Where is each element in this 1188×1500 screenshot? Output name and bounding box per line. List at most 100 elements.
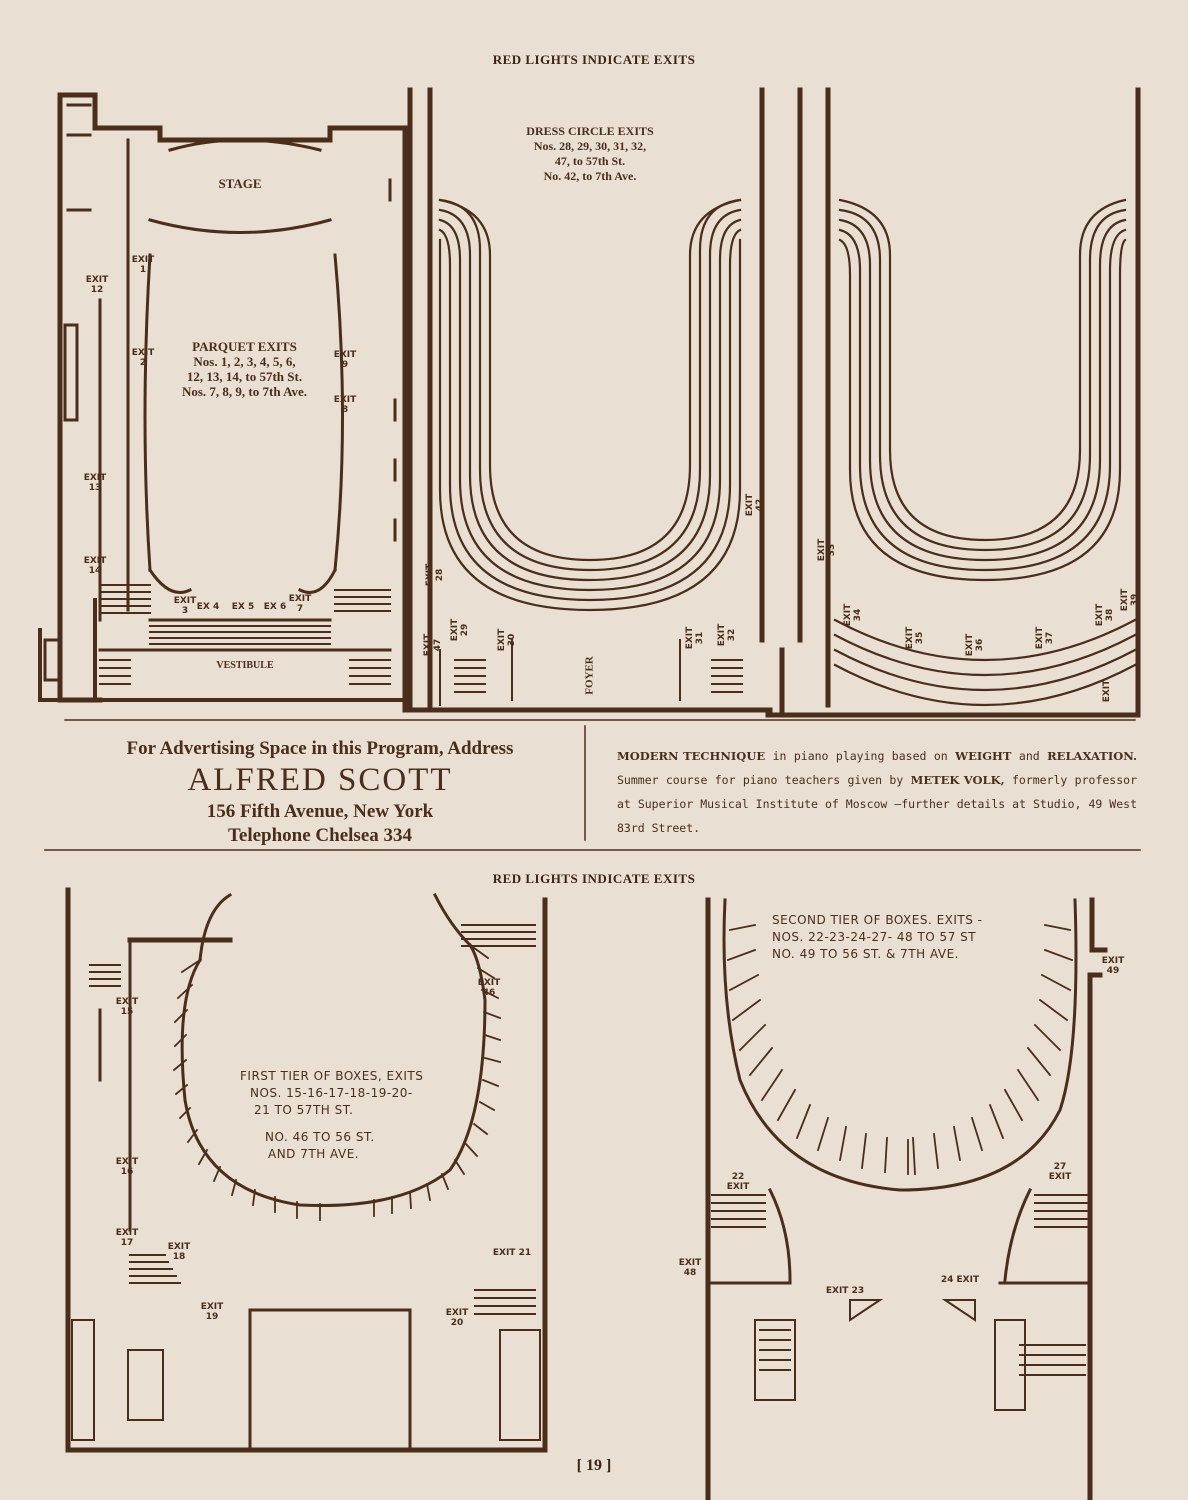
exit-13-label: EXIT 13 — [83, 473, 107, 493]
second-tier-structure — [706, 898, 1092, 1285]
balcony-tiers — [833, 198, 1137, 706]
dress-circle-plan — [407, 87, 773, 713]
first-tier-structure — [98, 892, 487, 1452]
exit-12-label: EXIT 12 — [85, 275, 109, 295]
dress-circle-block: DRESS CIRCLE EXITS Nos. 28, 29, 30, 31, … — [495, 124, 685, 184]
ad-right-text-1: in piano playing based on — [765, 749, 956, 763]
first-tier-plan — [65, 887, 548, 1453]
first-tier-stairs — [71, 924, 541, 1441]
ad-right-bold-4: METEK VOLK, — [910, 773, 1005, 787]
exit-14-label: EXIT 14 — [83, 556, 107, 576]
dress-circle-tiers — [438, 198, 742, 612]
first-tier-line-4: NO. 46 TO 56 ST. — [265, 1130, 375, 1144]
first-tier-line-2: NOS. 15-16-17-18-19-20- — [250, 1086, 413, 1100]
exit-20-label: EXIT 20 — [445, 1308, 469, 1328]
exit-18-label: EXIT 18 — [167, 1242, 191, 1262]
exit-49-label: EXIT 49 — [1101, 956, 1125, 976]
balcony-plan — [765, 87, 1141, 718]
first-tier-block: FIRST TIER OF BOXES, EXITS NOS. 15-16-17… — [240, 1068, 470, 1163]
first-tier-boxes — [172, 943, 502, 1221]
ad-right-text-2: and — [1011, 749, 1048, 763]
parquet-line-3: Nos. 7, 8, 9, to 7th Ave. — [181, 384, 308, 399]
exit-8-label: EXIT 8 — [333, 395, 357, 415]
vestibule-label: VESTIBULE — [216, 660, 274, 671]
dress-circle-stairs — [439, 639, 743, 706]
exit-35-label: EXIT 35 — [905, 626, 925, 650]
exit-34-label: EXIT 34 — [843, 603, 863, 627]
page-number: [ 19 ] — [576, 1457, 612, 1474]
exit-17-label: EXIT 17 — [115, 1228, 139, 1248]
ad-left-name: ALFRED SCOTT — [187, 762, 453, 798]
exit-7-label: EXIT 7 — [288, 594, 312, 614]
dividers — [44, 719, 1141, 851]
parquet-line-1: Nos. 1, 2, 3, 4, 5, 6, — [193, 354, 296, 369]
exit-5-label: EX 5 — [231, 602, 255, 612]
parquet-exits-block: PARQUET EXITS Nos. 1, 2, 3, 4, 5, 6, 12,… — [152, 339, 337, 399]
dress-circle-line-1: Nos. 28, 29, 30, 31, 32, — [533, 139, 647, 153]
exit-46-label: EXIT 46 — [477, 978, 501, 998]
exit-22-label: 22 EXIT — [726, 1172, 750, 1192]
ad-right-text-4: formerly professor at Superior Musical I… — [617, 773, 1137, 835]
second-tier-stairs — [711, 1194, 1089, 1411]
second-tier-boxes — [726, 923, 1074, 1175]
ad-left-address: 156 Fifth Avenue, New York — [206, 801, 434, 822]
exit-2-label: EXIT 2 — [131, 348, 155, 368]
advertising-space-ad: For Advertising Space in this Program, A… — [60, 738, 580, 847]
ad-right-text-3: Summer course for piano teachers given b… — [617, 773, 911, 787]
exit-29-label: EXIT 29 — [450, 618, 470, 642]
exit-9-label: EXIT 9 — [333, 350, 357, 370]
exit-6-label: EX 6 — [263, 602, 287, 612]
stage-label: STAGE — [218, 176, 262, 191]
exit-24-label: 24 EXIT — [940, 1275, 980, 1285]
exit-36-label: EXIT 36 — [965, 633, 985, 657]
first-tier-line-5: AND 7TH AVE. — [268, 1147, 360, 1161]
exit-39-label: EXIT 39 — [1120, 588, 1140, 612]
first-tier-line-3: 21 TO 57TH ST. — [254, 1103, 354, 1117]
foyer-label: FOYER — [583, 656, 596, 695]
first-tier-line-1: FIRST TIER OF BOXES, EXITS — [240, 1069, 424, 1083]
exit-3-label: EXIT 3 — [173, 596, 197, 616]
exit-42-label: EXIT 42 — [745, 493, 765, 517]
second-tier-plan — [705, 897, 1108, 1500]
parquet-exits-title: PARQUET EXITS — [192, 339, 297, 354]
second-tier-line-3: NO. 49 TO 56 ST. & 7TH AVE. — [772, 947, 959, 961]
exit-21-label: EXIT 21 — [492, 1248, 532, 1258]
header-middle: RED LIGHTS INDICATE EXITS — [492, 871, 696, 886]
parquet-plan — [38, 92, 408, 713]
parquet-side-rooms — [43, 103, 397, 682]
exit-28-label: EXIT 28 — [425, 563, 445, 587]
exit-32-label: EXIT 32 — [717, 623, 737, 647]
parquet-stage-curve — [143, 138, 344, 594]
ad-left-line-1: For Advertising Space in this Program, A… — [126, 738, 514, 759]
exit-15-label: EXIT 15 — [115, 997, 139, 1017]
ad-right-bold-2: WEIGHT — [955, 749, 1012, 763]
header-top: RED LIGHTS INDICATE EXITS — [492, 52, 696, 67]
ad-right-bold-3: RELAXATION. — [1047, 749, 1137, 763]
exit-48-label: EXIT 48 — [678, 1258, 702, 1278]
exit-33-label: EXIT 33 — [817, 538, 837, 562]
exit-1-label: EXIT 1 — [131, 255, 155, 275]
exit-4-label: EX 4 — [196, 602, 220, 612]
ad-left-phone: Telephone Chelsea 334 — [227, 825, 413, 846]
second-tier-block: SECOND TIER OF BOXES. EXITS - NOS. 22-23… — [772, 912, 1082, 963]
exit-37-label: EXIT 37 — [1035, 626, 1055, 650]
dress-circle-line-3: No. 42, to 7th Ave. — [543, 169, 637, 183]
exit-31-label: EXIT 31 — [685, 626, 705, 650]
exit-30-label: EXIT 30 — [497, 628, 517, 652]
exit-38-label: EXIT 38 — [1095, 603, 1115, 627]
exit-23-label: EXIT 23 — [825, 1286, 865, 1296]
ad-right-bold-1: MODERN TECHNIQUE — [617, 749, 766, 763]
exit-unnumbered-label: EXIT — [1102, 679, 1112, 703]
exit-19-label: EXIT 19 — [200, 1302, 224, 1322]
second-tier-line-2: NOS. 22-23-24-27- 48 TO 57 ST — [772, 930, 977, 944]
dress-circle-title: DRESS CIRCLE EXITS — [526, 124, 654, 138]
dress-circle-line-2: 47, to 57th St. — [554, 154, 626, 168]
parquet-line-2: 12, 13, 14, to 57th St. — [186, 369, 303, 384]
parquet-stairs — [99, 584, 391, 685]
second-tier-line-1: SECOND TIER OF BOXES. EXITS - — [772, 913, 983, 927]
exit-16-label: EXIT 16 — [115, 1157, 139, 1177]
piano-technique-ad: MODERN TECHNIQUE in piano playing based … — [617, 744, 1137, 840]
exit-27-label: 27 EXIT — [1048, 1162, 1072, 1182]
